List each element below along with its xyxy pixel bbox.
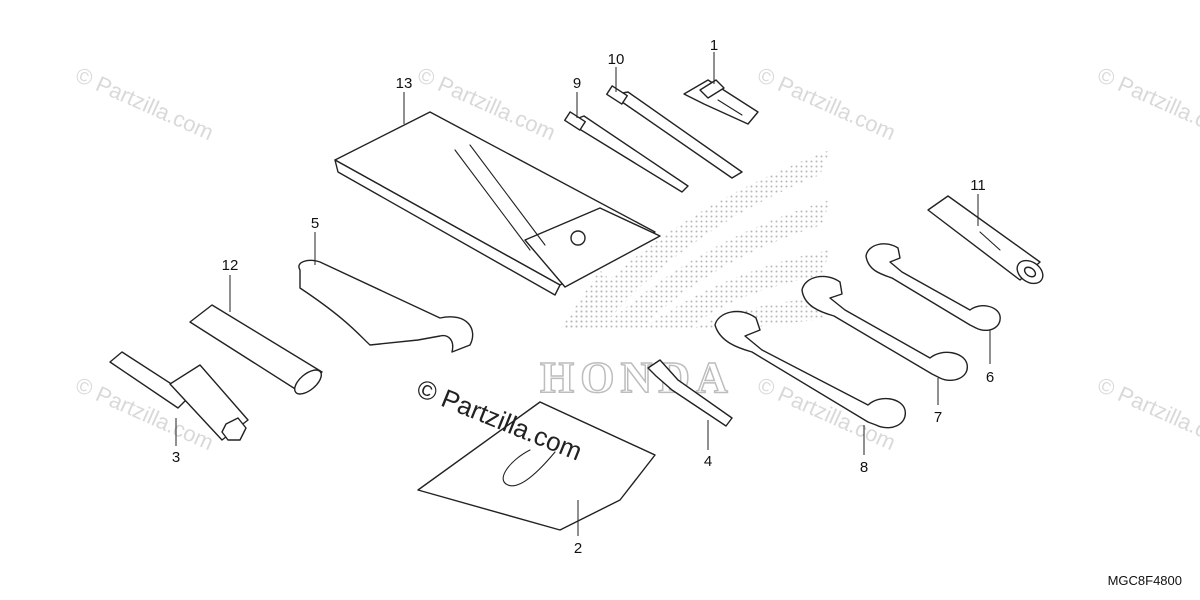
- open-end-wrench-medium: [801, 275, 968, 382]
- callout-2: 2: [574, 540, 582, 557]
- callout-5: 5: [311, 215, 319, 232]
- tool-bag: [334, 111, 661, 296]
- callout-labels: 1 2 3 4 5 6 7 8 9 10 11 12 13: [172, 37, 994, 557]
- cloth-tube: [189, 304, 323, 395]
- hex-key: [647, 359, 733, 427]
- callout-4: 4: [704, 453, 712, 470]
- leader-lines: [175, 52, 991, 536]
- callout-7: 7: [934, 409, 942, 426]
- screwdriver-long: [606, 85, 743, 179]
- diagram-code: MGC8F4800: [1107, 573, 1182, 588]
- callout-10: 10: [608, 51, 625, 68]
- socket-extension: [927, 195, 1044, 285]
- honda-wing-logo: HONDA: [539, 150, 830, 403]
- callout-8: 8: [860, 459, 868, 476]
- callout-1: 1: [710, 37, 718, 54]
- tool-pouch: [417, 401, 656, 531]
- callout-6: 6: [986, 369, 994, 386]
- fuse-puller: [683, 79, 759, 125]
- open-end-wrench-large: [714, 310, 906, 429]
- callout-9: 9: [573, 75, 581, 92]
- plug-wrench: [109, 351, 249, 441]
- honda-logo-text: HONDA: [540, 353, 734, 402]
- screwdriver-small: [564, 111, 689, 193]
- callout-3: 3: [172, 449, 180, 466]
- callout-11: 11: [970, 177, 986, 194]
- callout-13: 13: [396, 75, 413, 92]
- open-end-wrench-small: [865, 243, 1001, 332]
- callout-12: 12: [222, 257, 239, 274]
- pin-spanner: [298, 259, 474, 353]
